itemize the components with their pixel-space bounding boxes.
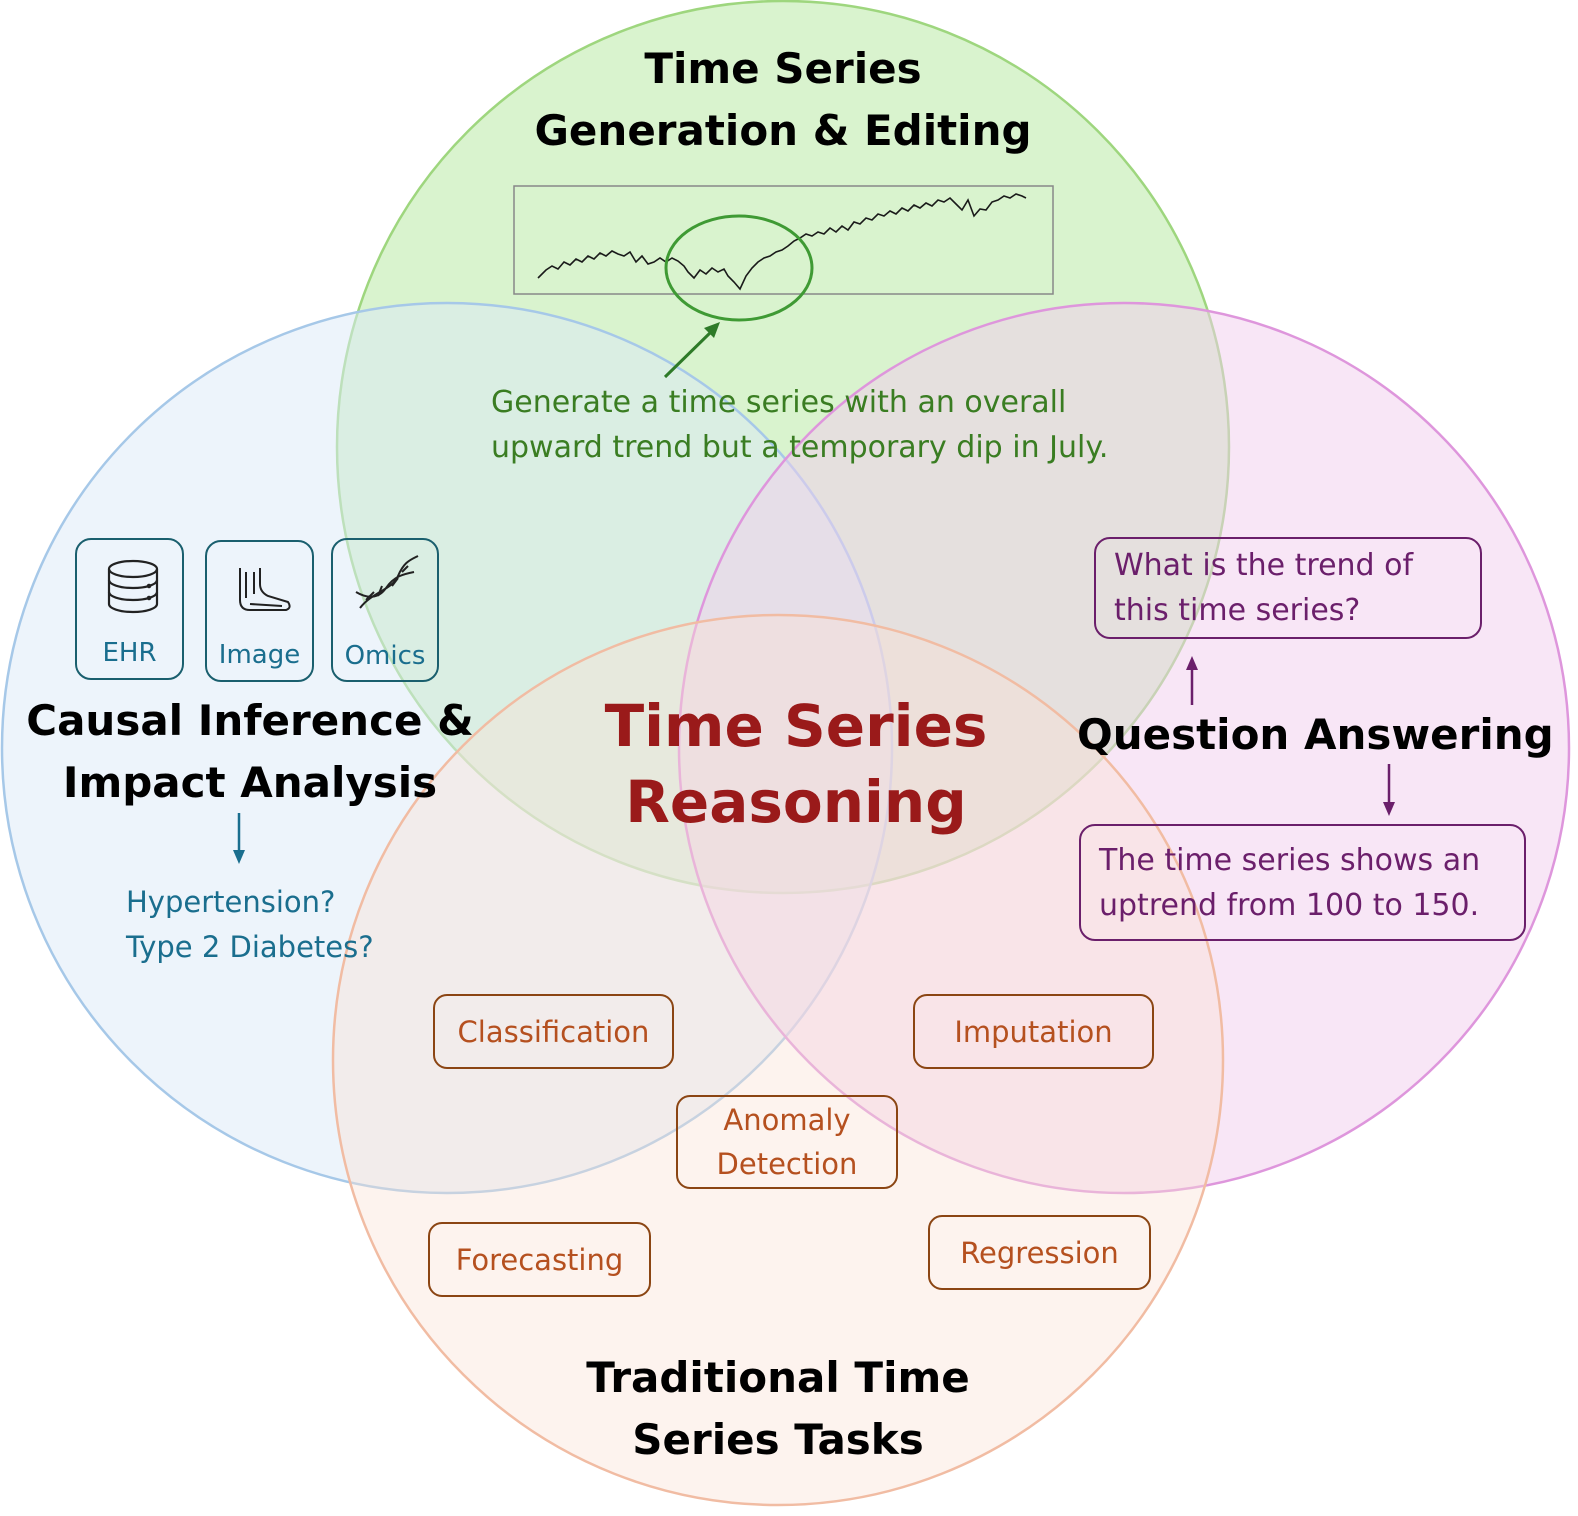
image-label: Image — [218, 640, 301, 670]
omics-label: Omics — [344, 641, 426, 671]
center-title-line2: Reasoning — [625, 768, 967, 836]
center-title-line1: Time Series — [604, 692, 988, 760]
prompt-arrow — [663, 329, 714, 379]
traditional-title: Traditional Time Series Tasks — [478, 1347, 1078, 1471]
causal-title: Causal Inference & Impact Analysis — [20, 690, 480, 814]
orange-circle — [331, 613, 1225, 1507]
traditional-title-line2: Series Tasks — [632, 1415, 924, 1464]
generation-title: Time Series Generation & Editing — [483, 38, 1083, 162]
time-series-chart-frame — [513, 185, 1054, 295]
task-forecasting: Forecasting — [428, 1222, 651, 1297]
qa-answer-line2: uptrend from 100 to 150. — [1099, 887, 1480, 923]
qa-question-line2: this time series? — [1114, 593, 1361, 628]
task-regression: Regression — [928, 1215, 1151, 1290]
center-title: Time Series Reasoning — [566, 688, 1026, 840]
traditional-title-line1: Traditional Time — [586, 1353, 970, 1402]
causal-outcome-line1: Hypertension? — [126, 885, 336, 919]
task-anomaly-detection: Anomaly Detection — [676, 1095, 898, 1189]
qa-answer-box: The time series shows an uptrend from 10… — [1079, 824, 1526, 941]
qa-title: Question Answering — [1077, 710, 1554, 759]
dip-highlight-ellipse — [664, 214, 814, 322]
generation-title-line2: Generation & Editing — [534, 106, 1032, 155]
database-icon — [107, 559, 159, 614]
foot-xray-icon — [239, 568, 291, 611]
generation-title-line1: Time Series — [644, 44, 922, 93]
qa-question-box: What is the trend of this time series? — [1094, 537, 1482, 639]
causal-outcome-line2: Type 2 Diabetes? — [126, 930, 374, 964]
task-imputation: Imputation — [913, 994, 1154, 1069]
ehr-icon-box: EHR — [75, 538, 184, 680]
task-classification: Classification — [433, 994, 674, 1069]
generation-prompt-line2: upward trend but a temporary dip in July… — [491, 430, 1109, 465]
ehr-label: EHR — [102, 638, 157, 668]
generation-prompt: Generate a time series with an overall u… — [491, 380, 1108, 470]
generation-prompt-line1: Generate a time series with an overall — [491, 385, 1067, 420]
omics-icon-box: Omics — [331, 538, 439, 682]
qa-answer-line1: The time series shows an — [1099, 842, 1481, 878]
causal-title-line2: Impact Analysis — [62, 758, 438, 807]
image-icon-box: Image — [205, 540, 314, 682]
qa-question-line1: What is the trend of — [1114, 548, 1414, 583]
causal-outcomes: Hypertension? Type 2 Diabetes? — [126, 880, 374, 970]
pink-circle — [677, 301, 1571, 1195]
time-series-line — [537, 193, 1027, 291]
dna-icon — [355, 555, 419, 609]
task-anomaly-line2: Detection — [716, 1147, 858, 1181]
causal-title-line1: Causal Inference & — [26, 696, 474, 745]
task-anomaly-line1: Anomaly — [723, 1103, 851, 1137]
